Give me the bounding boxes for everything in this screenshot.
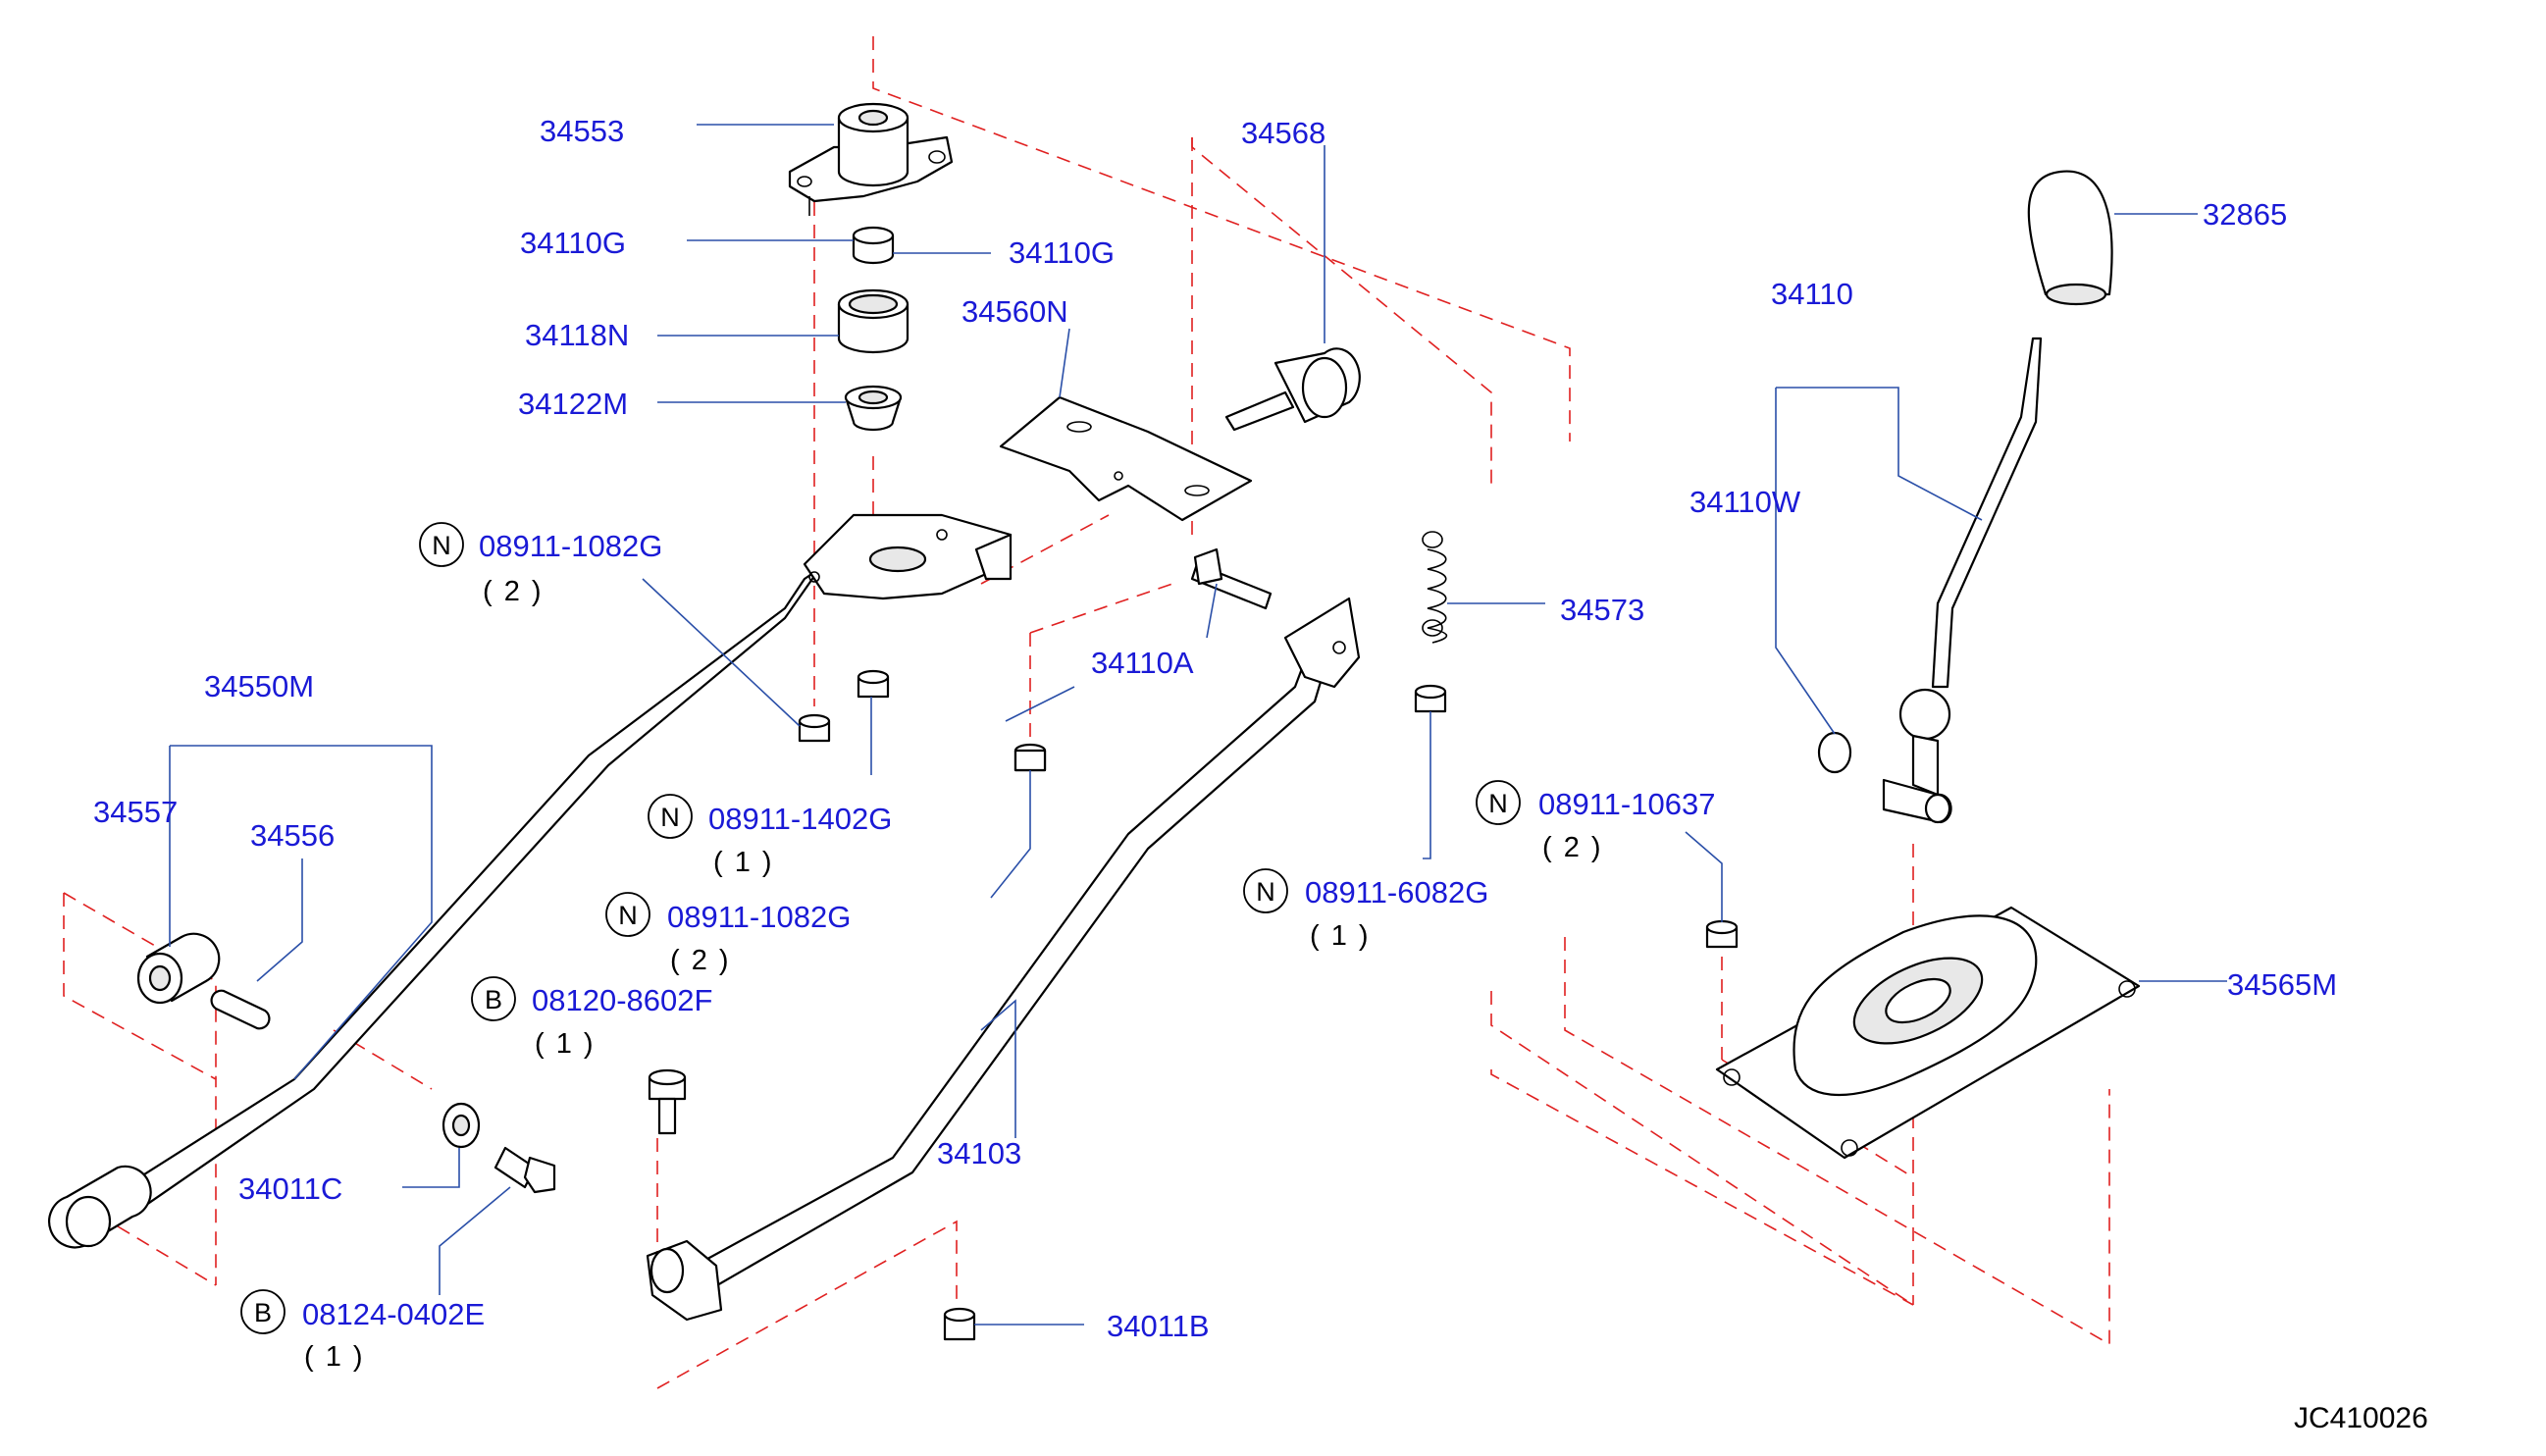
part-34011C-washer xyxy=(442,1102,481,1149)
part-34557-bushing xyxy=(136,932,221,1005)
callout-08911-1402G: N 08911-1402G ( 1 ) xyxy=(648,794,892,878)
part-08911-1082G-nut xyxy=(798,713,831,743)
part-34110W-boot xyxy=(1817,731,1852,774)
label-34568: 34568 xyxy=(1241,116,1325,150)
part-34553-bushing-bracket xyxy=(788,102,954,216)
callout-quantity: ( 2 ) xyxy=(483,576,544,607)
callout-prefix-circle xyxy=(648,794,693,839)
part-34110-lever xyxy=(1882,337,2043,824)
label-34011C: 34011C xyxy=(238,1171,342,1206)
label-34550M: 34550M xyxy=(204,669,314,703)
callout-prefix-circle xyxy=(471,976,516,1021)
leader-lines xyxy=(169,124,2227,1326)
callout-quantity: ( 1 ) xyxy=(535,1028,596,1060)
callout-08911-1082G-b: N 08911-1082G ( 2 ) xyxy=(605,892,851,976)
part-34573-spring xyxy=(1422,531,1448,644)
part-08911-6082G-nut xyxy=(1414,684,1447,713)
callout-08911-6082G: N 08911-6082G ( 1 ) xyxy=(1243,868,1488,952)
callout-08124-0402E: B 08124-0402E ( 1 ) xyxy=(240,1289,485,1373)
callout-08120-8602F: B 08120-8602F ( 1 ) xyxy=(471,976,712,1060)
callout-part-number: 08911-10637 xyxy=(1538,787,1715,821)
callout-part-number: 08120-8602F xyxy=(532,983,712,1017)
label-34110W: 34110W xyxy=(1689,485,1801,519)
part-34565M-housing xyxy=(1715,906,2141,1160)
part-34110A-pin xyxy=(1190,547,1273,610)
callout-prefix: N xyxy=(432,531,451,560)
callout-quantity: ( 1 ) xyxy=(713,847,774,878)
callout-08911-10637: N 08911-10637 ( 2 ) xyxy=(1476,780,1715,863)
part-34560N-bracket xyxy=(999,395,1253,522)
label-34118N: 34118N xyxy=(525,318,629,352)
callout-prefix: B xyxy=(254,1298,272,1327)
part-34110G-bush xyxy=(852,226,895,265)
callout-quantity: ( 2 ) xyxy=(670,945,731,976)
label-34553: 34553 xyxy=(540,114,624,148)
part-34011B-nut xyxy=(943,1307,976,1341)
callout-prefix-circle xyxy=(605,892,650,937)
callout-prefix-circle xyxy=(1476,780,1521,825)
part-08911-1082G-nut-mid xyxy=(1013,749,1047,772)
label-34560N: 34560N xyxy=(961,294,1068,329)
part-34122M-grommet xyxy=(844,385,903,432)
callout-quantity: ( 1 ) xyxy=(1310,920,1371,952)
callout-part-number: 08911-1082G xyxy=(479,529,662,563)
part-08911-1402G-nut xyxy=(857,669,890,699)
part-32865-knob xyxy=(2027,170,2113,306)
callout-part-number: 08911-6082G xyxy=(1305,875,1488,910)
callout-prefix-circle xyxy=(1243,868,1288,913)
part-34103-rod xyxy=(646,597,1361,1322)
callout-part-number: 08911-1402G xyxy=(708,802,892,836)
label-34122M: 34122M xyxy=(518,387,628,421)
callout-prefix-circle xyxy=(240,1289,286,1334)
part-34556-pin xyxy=(210,989,271,1030)
callout-prefix-circle xyxy=(419,522,464,567)
label-34011B: 34011B xyxy=(1107,1309,1210,1343)
callout-part-number: 08124-0402E xyxy=(302,1297,485,1331)
callout-prefix: N xyxy=(1256,877,1275,907)
part-08120-8602F-bolt xyxy=(648,1068,687,1135)
label-34110G-right: 34110G xyxy=(1009,235,1115,270)
callout-08911-1082G-a: N 08911-1082G ( 2 ) xyxy=(419,522,662,607)
part-34568-pivot xyxy=(1224,347,1361,432)
callout-part-number: 08911-1082G xyxy=(667,900,851,934)
label-34110: 34110 xyxy=(1771,277,1853,311)
label-32865: 32865 xyxy=(2203,197,2287,232)
part-08124-0402E-bolt xyxy=(494,1146,556,1194)
label-34110A: 34110A xyxy=(1091,646,1194,680)
callout-prefix: N xyxy=(618,901,638,930)
label-34556: 34556 xyxy=(250,818,335,853)
label-34573: 34573 xyxy=(1560,593,1644,627)
callout-quantity: ( 2 ) xyxy=(1542,832,1603,863)
label-34557: 34557 xyxy=(93,795,178,829)
part-34118N-ring xyxy=(837,288,909,354)
label-34565M: 34565M xyxy=(2227,967,2337,1002)
part-08911-10637-nut xyxy=(1705,919,1739,949)
callout-prefix: N xyxy=(660,803,680,832)
callout-quantity: ( 1 ) xyxy=(304,1341,365,1373)
reference-code: JC410026 xyxy=(2294,1402,2428,1434)
callout-prefix: B xyxy=(485,985,502,1014)
part-34550M-control-rod xyxy=(47,513,1013,1249)
label-34103: 34103 xyxy=(937,1136,1021,1170)
label-34110G-left: 34110G xyxy=(520,226,626,260)
callout-prefix: N xyxy=(1488,789,1508,818)
part-labels: 34553 34110G 34110G 34118N 34122M 34568 … xyxy=(93,114,2337,1343)
